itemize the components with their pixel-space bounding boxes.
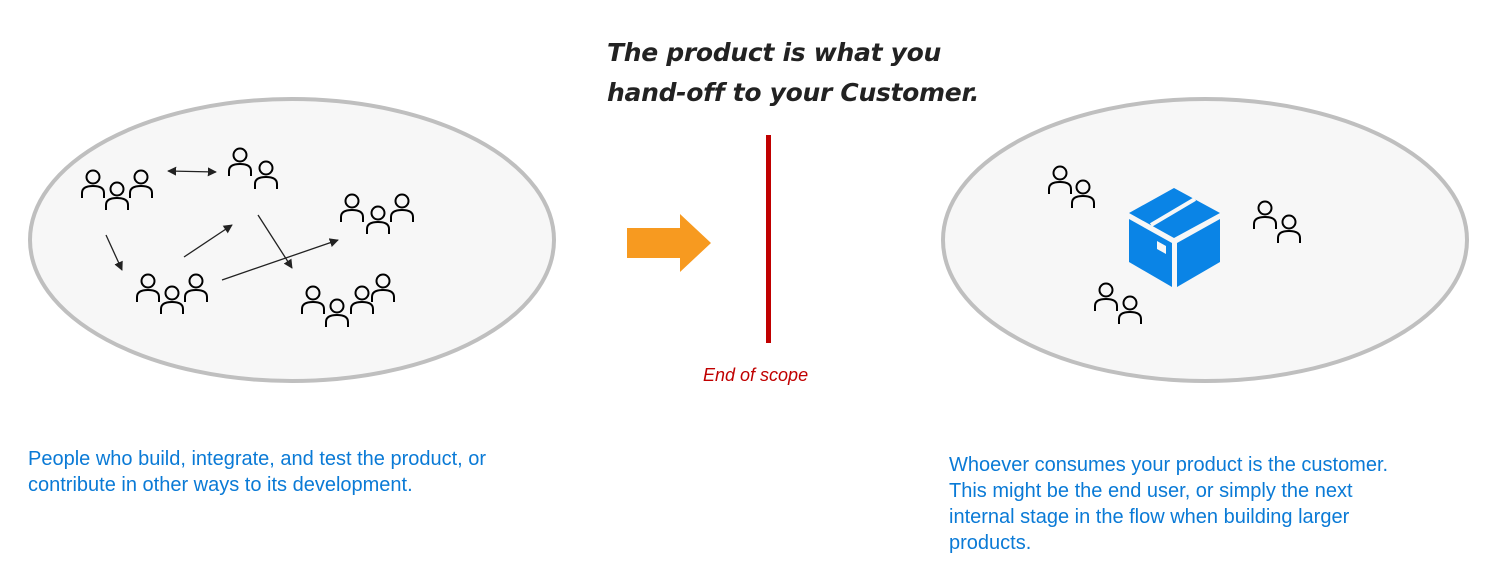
- headline: The product is what you hand-off to your…: [607, 33, 979, 113]
- end-of-scope-label: End of scope: [703, 365, 809, 385]
- customer-description: Whoever consumes your product is the cus…: [949, 452, 1429, 556]
- double-arrow: [167, 166, 217, 177]
- product-box-icon: [1129, 188, 1220, 287]
- end-of-scope-line: [766, 135, 771, 343]
- team-description-line: People who build, integrate, and test th…: [28, 448, 487, 470]
- headline-line-2: hand-off to your Customer.: [607, 78, 980, 107]
- customer-description-line: Whoever consumes your product is the cus…: [949, 454, 1389, 476]
- right-arrow-icon: [627, 214, 711, 272]
- arrow: [257, 214, 293, 269]
- customer-description-line: products.: [949, 532, 1032, 554]
- team-description: People who build, integrate, and test th…: [28, 446, 568, 498]
- customer-description-line: This might be the end user, or simply th…: [949, 480, 1353, 502]
- headline-line-1: The product is what you: [607, 38, 942, 67]
- team-description-line: contribute in other ways to its developm…: [28, 474, 413, 496]
- customer-description-line: internal stage in the flow when building…: [949, 506, 1350, 528]
- collaboration-arrows: [105, 166, 339, 281]
- arrow: [221, 238, 339, 281]
- arrow: [105, 234, 123, 271]
- arrow: [183, 224, 233, 258]
